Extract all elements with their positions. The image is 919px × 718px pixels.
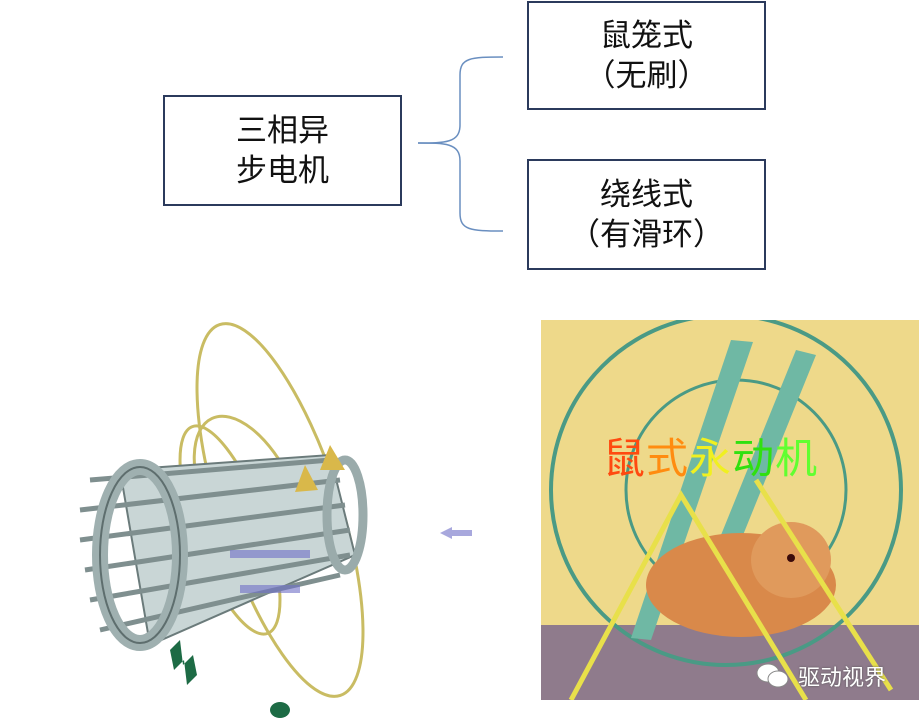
caption-char: 机 [775, 434, 819, 483]
watermark-text: 驱动视界 [798, 666, 887, 691]
caption-perpetual-motion: 鼠式永动机 [603, 425, 818, 486]
caption-char: 动 [732, 434, 776, 483]
branch-1-line-1: 鼠笼式 [600, 17, 693, 54]
branch-2-line-1: 绕线式 [600, 176, 693, 213]
squirrel-cage-rotor-illustration: N [79, 322, 472, 718]
hamster-wheel-photo: 鼠式永动机 驱动视界 [541, 320, 919, 700]
watermark: 驱动视界 [756, 660, 886, 692]
caption-char: 鼠 [603, 434, 647, 483]
branch-2-line-2: （有滑环） [569, 216, 724, 253]
branch-1-line-2: （无刷） [584, 57, 709, 94]
current-arrows [230, 527, 472, 593]
branch-node-squirrel-cage: 鼠笼式 （无刷） [527, 1, 766, 110]
root-node-three-phase-async-motor: 三相异 步电机 [163, 95, 402, 206]
root-line-2: 步电机 [236, 152, 329, 189]
brace-connector [417, 56, 504, 232]
south-pole-marker [270, 702, 290, 718]
caption-char: 式 [646, 434, 690, 483]
caption-char: 永 [689, 434, 733, 483]
north-pole-marker [170, 640, 197, 685]
rotor-cage [79, 453, 368, 651]
field-direction-arrowheads [295, 445, 345, 492]
branch-node-wound-rotor: 绕线式 （有滑环） [527, 159, 766, 270]
wechat-icon [756, 663, 789, 688]
root-line-1: 三相异 [236, 112, 329, 149]
